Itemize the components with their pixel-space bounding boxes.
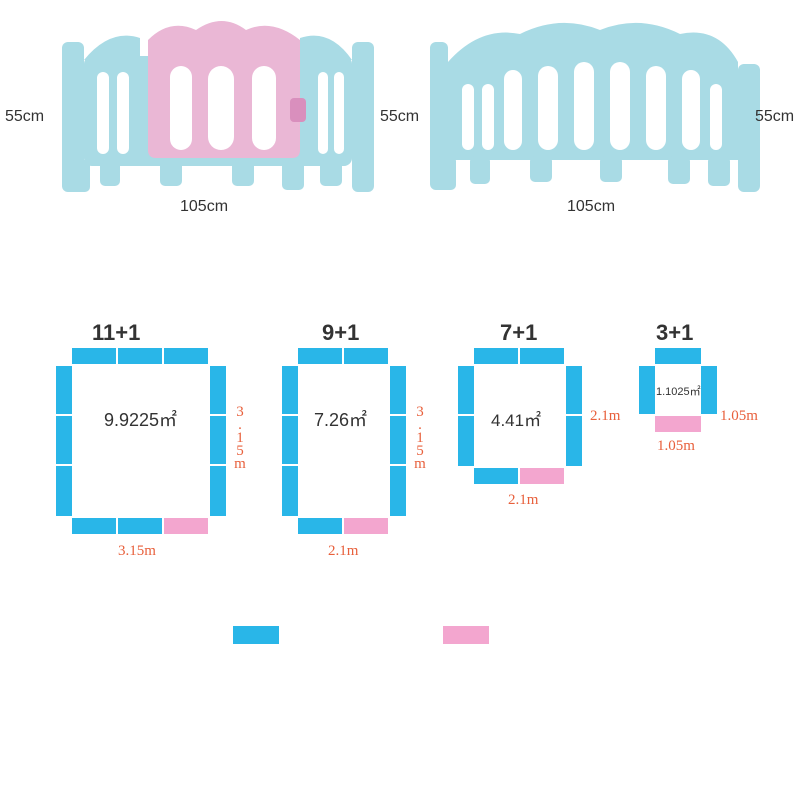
- blue-panel: [701, 366, 717, 414]
- blue-panel: [282, 466, 298, 516]
- height-label: 1.05m: [720, 408, 758, 424]
- blue-panel: [520, 348, 564, 364]
- door-fence-panel: [62, 21, 374, 192]
- width-label: 2.1m: [508, 492, 539, 508]
- right-fence-width-label: 105cm: [567, 198, 616, 215]
- width-label: 2.1m: [328, 543, 359, 559]
- blue-panel: [164, 348, 208, 364]
- area-label: 1.1025㎡: [656, 386, 701, 398]
- right-fence-height-left-label: 55cm: [380, 108, 420, 125]
- width-label: 3.15m: [118, 543, 156, 559]
- blue-panel: [639, 366, 655, 414]
- blue-panel: [282, 416, 298, 464]
- blue-panel: [56, 366, 72, 414]
- right-fence-height-right-label: 55cm: [755, 108, 795, 125]
- blue-panel: [118, 348, 162, 364]
- blue-panel: [210, 416, 226, 464]
- fence-illustrations: [62, 21, 760, 192]
- height-label: 3.15m: [232, 404, 248, 469]
- blue-panel: [118, 518, 162, 534]
- blue-panel: [655, 348, 701, 364]
- blue-panel: [566, 366, 582, 414]
- blue-panel: [72, 348, 116, 364]
- blue-panel: [282, 366, 298, 414]
- legend-blue-swatch: [233, 626, 279, 644]
- pink-door-panel: [344, 518, 388, 534]
- left-fence-width-label: 105cm: [180, 198, 229, 215]
- config-title: 11+1: [92, 320, 141, 345]
- blue-panel: [474, 468, 518, 484]
- left-fence-height-label: 55cm: [5, 108, 45, 125]
- width-label: 1.05m: [657, 438, 695, 454]
- blue-panel: [210, 466, 226, 516]
- blue-panel: [566, 416, 582, 466]
- config-title: 3+1: [656, 320, 694, 345]
- height-label: 3.15m: [412, 404, 428, 469]
- blue-panel: [210, 366, 226, 414]
- config-title: 7+1: [500, 320, 538, 345]
- blue-panel: [390, 366, 406, 414]
- blue-panel: [56, 416, 72, 464]
- blue-panel: [56, 466, 72, 516]
- config-title: 9+1: [322, 320, 360, 345]
- pink-door-panel: [164, 518, 208, 534]
- area-label: 4.41㎡: [491, 411, 542, 430]
- pink-door-panel: [520, 468, 564, 484]
- blue-panel: [344, 348, 388, 364]
- pink-door-panel: [655, 416, 701, 432]
- legend-pink-swatch: [443, 626, 489, 644]
- standard-fence-panel: [430, 22, 760, 192]
- blue-panel: [298, 518, 342, 534]
- blue-panel: [72, 518, 116, 534]
- blue-panel: [390, 416, 406, 464]
- blue-panel: [458, 416, 474, 466]
- blue-panel: [390, 466, 406, 516]
- area-label: 9.9225㎡: [104, 410, 178, 430]
- blue-panel: [458, 366, 474, 414]
- blue-panel: [298, 348, 342, 364]
- height-label: 2.1m: [590, 408, 621, 424]
- blue-panel: [474, 348, 518, 364]
- area-label: 7.26㎡: [314, 410, 368, 430]
